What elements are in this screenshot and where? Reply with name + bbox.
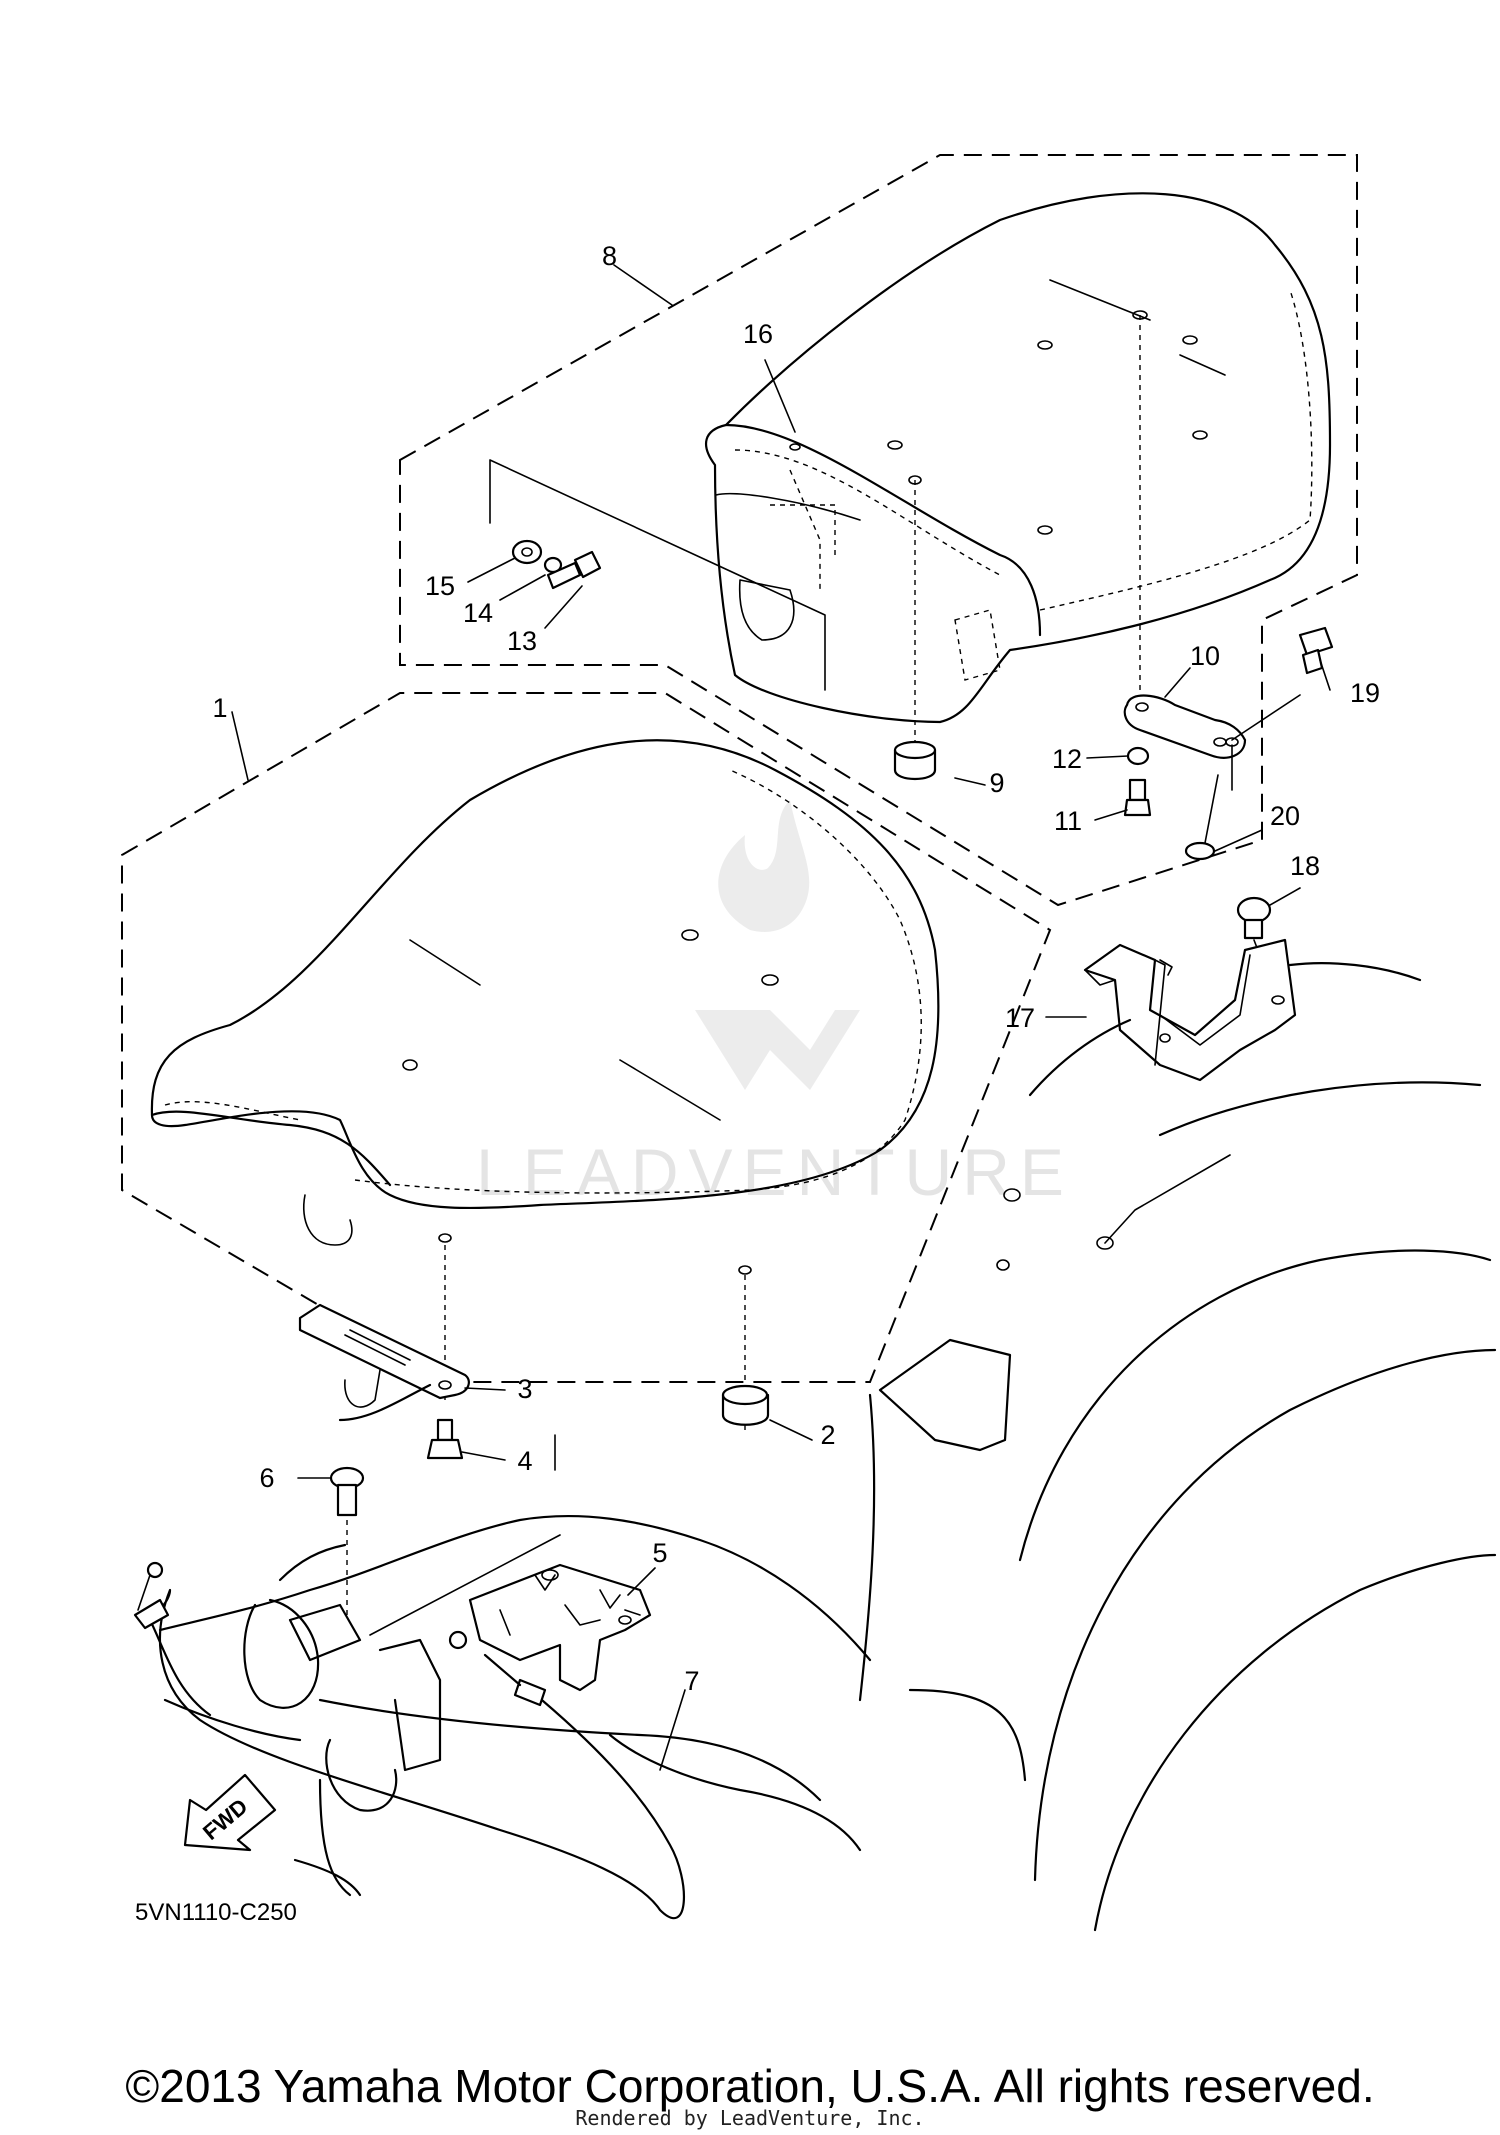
callout-16: 16	[743, 319, 773, 349]
callout-9: 9	[989, 768, 1004, 798]
callout-13: 13	[507, 626, 537, 656]
washer-20	[1184, 774, 1219, 861]
callout-20: 20	[1270, 801, 1300, 831]
washer-15	[511, 539, 543, 565]
callout-11: 11	[1054, 806, 1082, 836]
callout-19: 19	[1350, 678, 1380, 708]
callout-8: 8	[602, 241, 617, 271]
copyright-notice: ©2013 Yamaha Motor Corporation, U.S.A. A…	[125, 2060, 1375, 2112]
diagram-code: 5VN1110-C250	[135, 1899, 297, 1926]
seat-lock-5	[468, 1563, 652, 1692]
bolt-6	[329, 1466, 365, 1620]
bracket-10	[1123, 694, 1301, 791]
bolt-19	[1298, 626, 1334, 675]
callout-12: 12	[1052, 744, 1082, 774]
callout-2: 2	[820, 1420, 835, 1450]
bolt-13	[546, 550, 602, 590]
callout-10: 10	[1190, 641, 1220, 671]
plate-3	[298, 1303, 470, 1408]
leader-lines	[231, 264, 1331, 1771]
seat-lock-cable-7	[133, 1561, 685, 1920]
passenger-seat	[704, 192, 1332, 760]
main-seat	[150, 739, 940, 1430]
collar-12	[1126, 746, 1150, 766]
rendered-by-credit: Rendered by LeadVenture, Inc.	[575, 2106, 925, 2130]
damper-9	[893, 740, 937, 781]
damper-2	[721, 1384, 770, 1426]
leadventure-watermark: LEADVENTURE	[476, 800, 1074, 1209]
frame-background	[158, 962, 1497, 1932]
callout-15: 15	[425, 571, 455, 601]
callout-17: 17	[1005, 1003, 1035, 1033]
group-boundary-1	[121, 692, 1052, 1383]
group-boundary-8	[399, 154, 1358, 907]
callout-4: 4	[517, 1446, 532, 1476]
bracket-17	[1083, 938, 1297, 1082]
callout-6: 6	[259, 1463, 274, 1493]
watermark-text: LEADVENTURE	[476, 1135, 1074, 1209]
callout-1: 1	[212, 693, 227, 723]
fwd-arrow: FWD	[183, 1773, 277, 1852]
callout-14: 14	[463, 598, 493, 628]
callouts: 8 16 15 14 13 1 10 19 9 12 11 20 18 17 3…	[212, 241, 1380, 1696]
fwd-arrow-label: FWD	[198, 1794, 252, 1845]
callout-3: 3	[517, 1374, 532, 1404]
callout-5: 5	[652, 1538, 667, 1568]
callout-7: 7	[684, 1666, 699, 1696]
bolt-4	[426, 1418, 464, 1460]
bolt-11	[1123, 778, 1152, 817]
callout-18: 18	[1290, 851, 1320, 881]
